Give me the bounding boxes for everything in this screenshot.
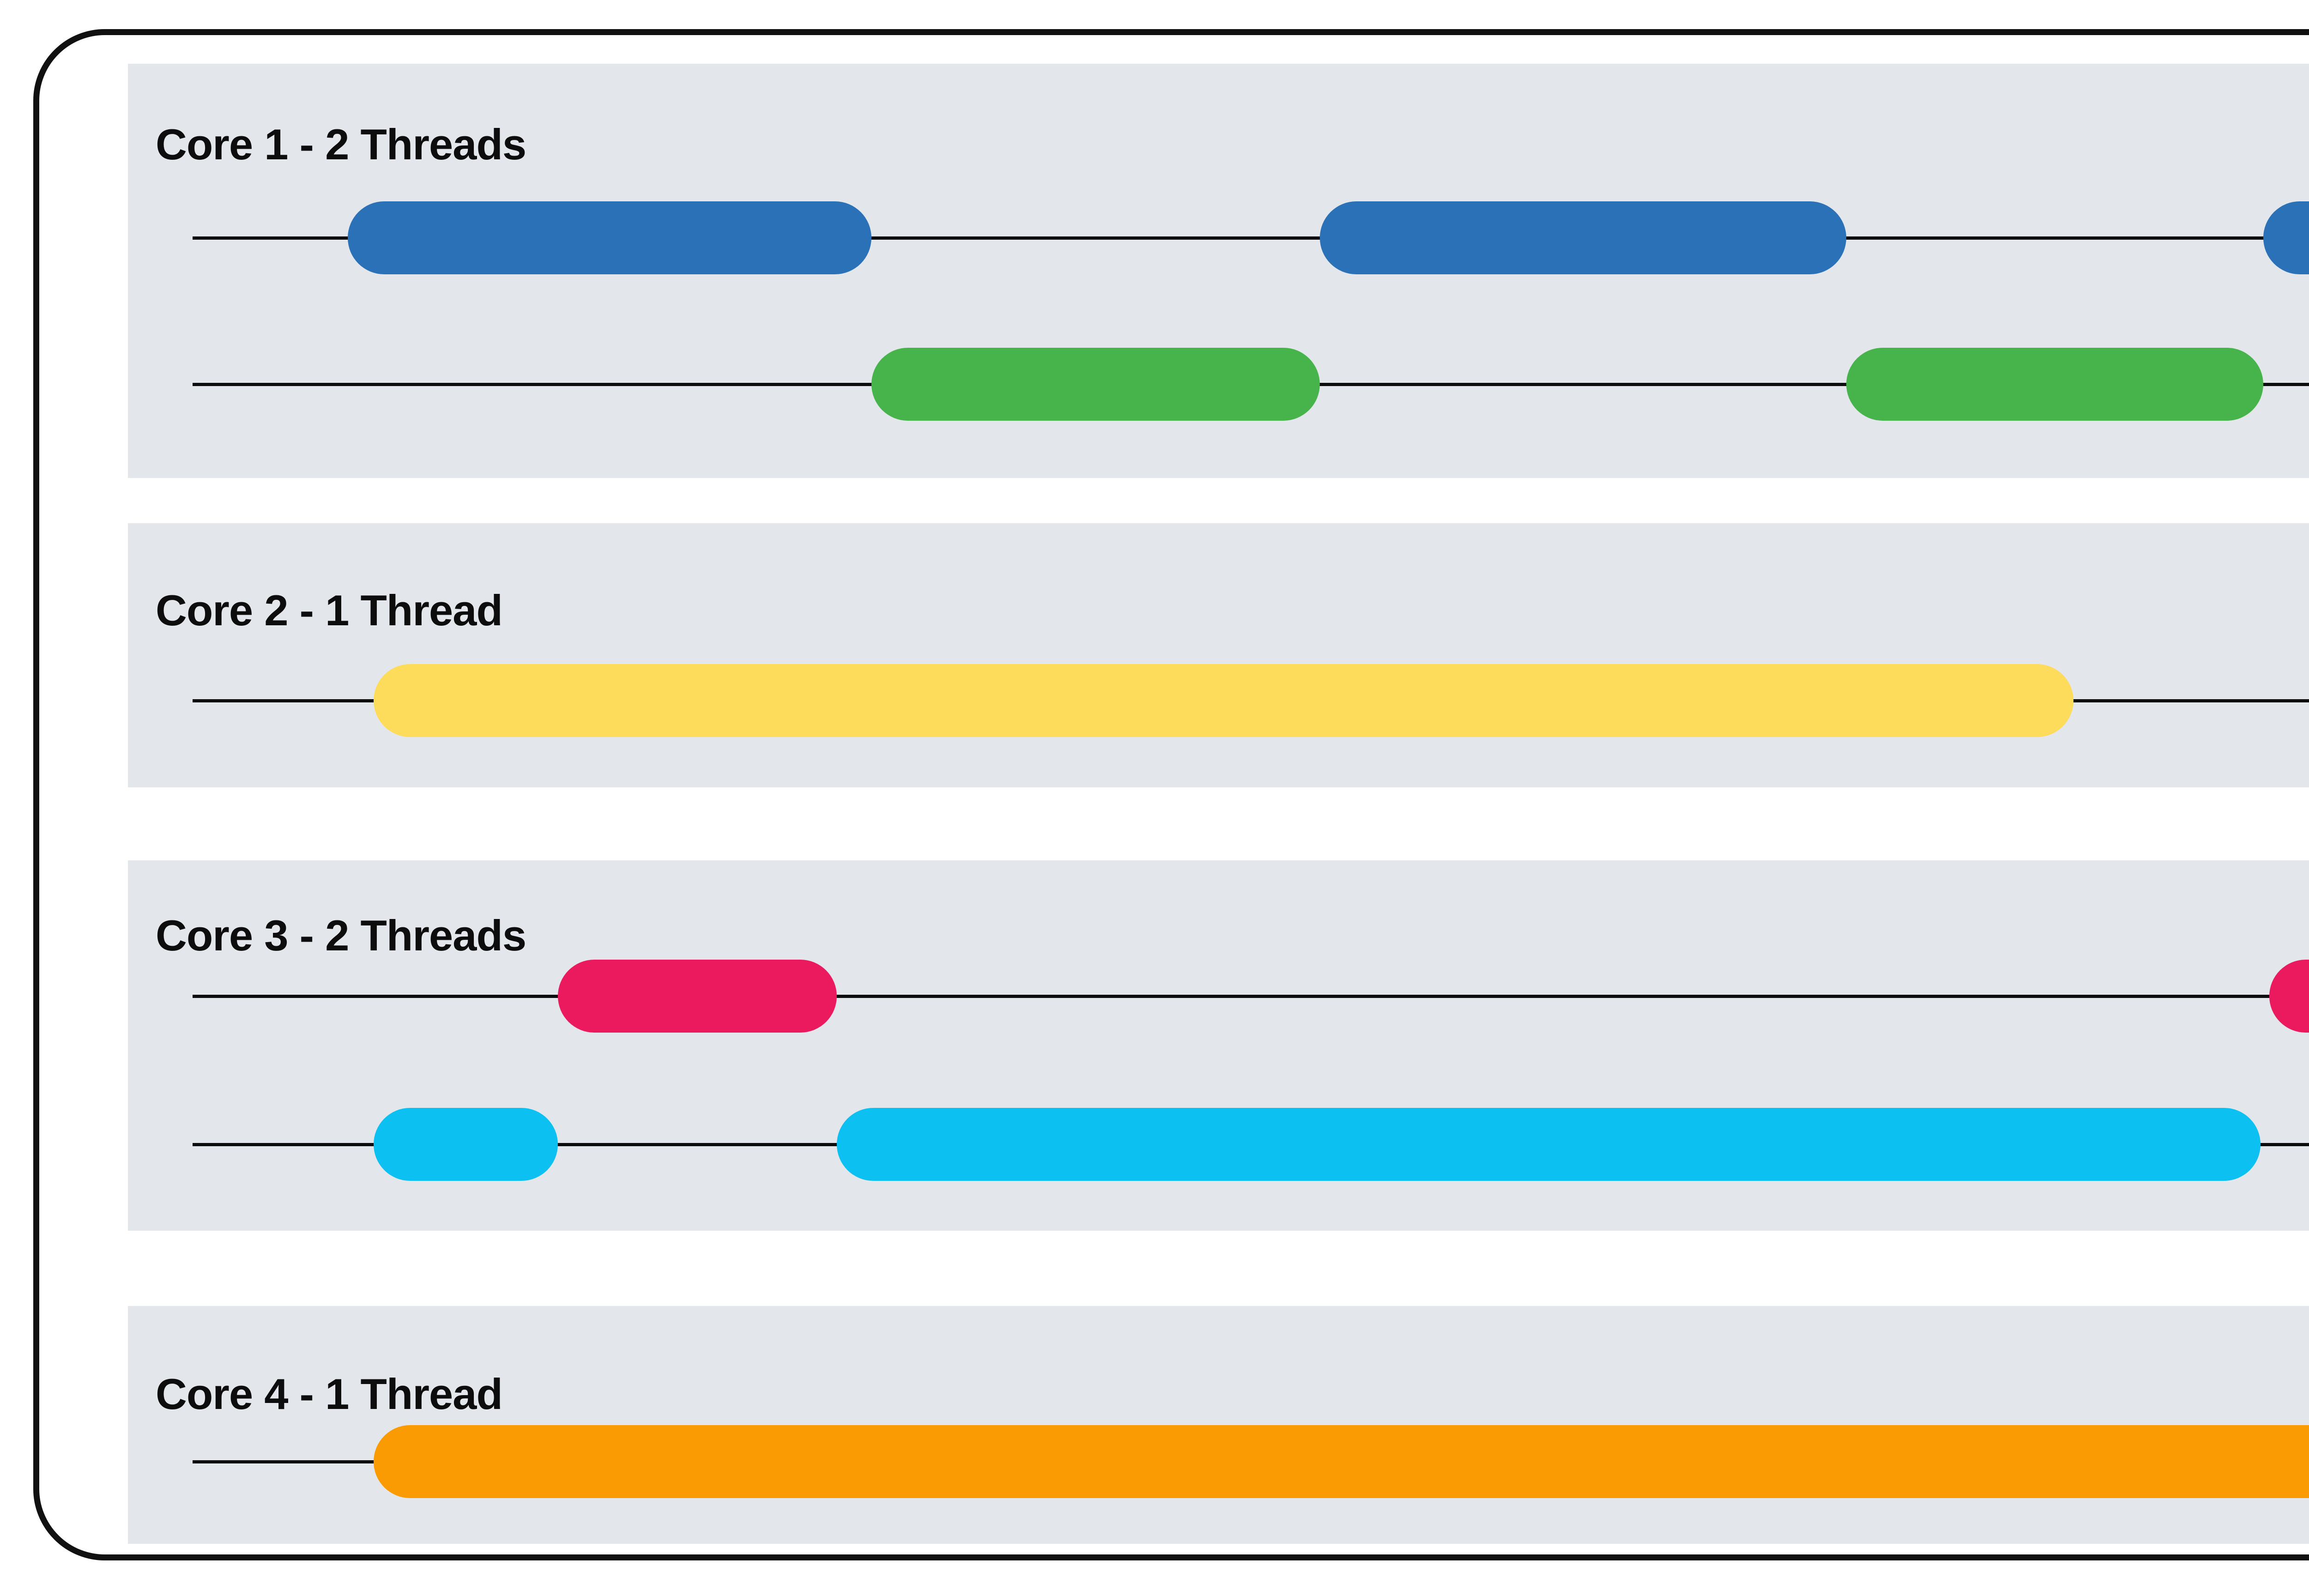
thread-timeline-thread-b-cyan [193, 1108, 2309, 1181]
thread-timeline-thread-a-blue [193, 201, 2309, 274]
core-panel-1: Core 1 - 2 Threads [128, 64, 2309, 478]
thread-timeline-thread-yellow [193, 664, 2309, 737]
core-label-3: Core 3 - 2 Threads [156, 911, 526, 960]
core-panel-2: Core 2 - 1 Thread [128, 523, 2309, 787]
thread-segment-thread-b-green-2 [1846, 348, 2264, 421]
thread-segment-thread-b-cyan-1 [374, 1108, 558, 1181]
core-panel-4: Core 4 - 1 Thread [128, 1306, 2309, 1544]
thread-segment-thread-a-pink-1 [557, 960, 837, 1033]
core-label-1: Core 1 - 2 Threads [156, 120, 526, 169]
thread-segment-thread-b-cyan-2 [837, 1108, 2261, 1181]
thread-timeline-thread-a-pink [193, 960, 2309, 1033]
thread-segment-thread-orange-1 [374, 1425, 2309, 1498]
thread-timeline-thread-b-green [193, 348, 2309, 421]
thread-segment-thread-a-blue-2 [1320, 201, 1847, 274]
thread-timeline-thread-orange [193, 1425, 2309, 1498]
core-label-2: Core 2 - 1 Thread [156, 586, 503, 635]
thread-segment-thread-b-green-1 [871, 348, 1320, 421]
thread-segment-thread-a-blue-1 [348, 201, 871, 274]
core-label-4: Core 4 - 1 Thread [156, 1370, 503, 1418]
core-panel-3: Core 3 - 2 Threads [128, 860, 2309, 1231]
thread-segment-thread-a-blue-3 [2263, 201, 2309, 274]
thread-segment-thread-yellow-1 [374, 664, 2074, 737]
thread-segment-thread-a-pink-2 [2269, 960, 2309, 1033]
